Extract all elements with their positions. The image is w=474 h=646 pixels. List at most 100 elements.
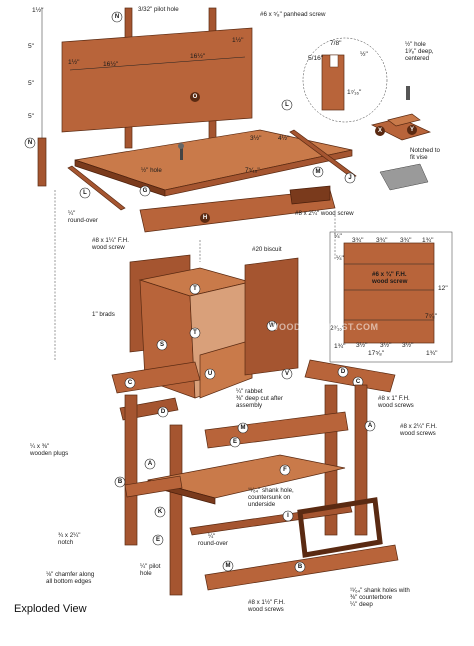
dim-inset-1-4d: 1¾" <box>426 350 438 357</box>
label-half-hole-2: 1³⁄₈" deep, <box>405 48 434 55</box>
dim-7-8: 7/8" <box>330 40 342 47</box>
dim-3-5: 3½" <box>250 134 262 142</box>
dim-5a: 5" <box>28 43 35 50</box>
label-pilot-1: ¼" pilot <box>140 563 161 570</box>
board-h <box>139 189 336 233</box>
dim-1-5-top: 1½" <box>32 6 44 14</box>
dim-4-5: 4½" <box>278 134 290 142</box>
dim-inset-12: 12" <box>438 285 448 292</box>
dim-inset-3-5d: 3½" <box>402 341 414 349</box>
dim-5b: 5" <box>28 80 35 87</box>
part-label-s: S <box>160 342 164 348</box>
part-label-c-right: C <box>356 379 361 385</box>
part-label-w: W <box>269 323 275 329</box>
label-screw-8-1a: #8 x 1" F.H. <box>378 395 410 402</box>
left-dimension-stack: 1½" 5" 5" 5" N <box>24 6 47 187</box>
part-label-f: F <box>283 467 287 473</box>
part-label-j: J <box>348 175 351 181</box>
rail-l-right <box>289 129 357 179</box>
label-plugs-2: wooden plugs <box>29 450 68 457</box>
part-label-b-bottom: B <box>298 564 303 570</box>
dim-5c: 5" <box>28 113 35 120</box>
dim-inset-3-5b: 3½" <box>356 341 368 349</box>
part-label-t-top: T <box>193 286 197 292</box>
dim-inset-3-5c: 3½" <box>380 341 392 349</box>
label-notch-2: notch <box>58 539 74 546</box>
dim-16-5: 16½" <box>103 60 119 68</box>
dim-7-5-16: 7⁵⁄₁₆" <box>245 167 260 174</box>
label-rabbet-1: ¼" rabbet <box>236 388 263 395</box>
part-label-l-right: L <box>285 102 289 108</box>
part-label-k: K <box>158 509 163 515</box>
label-screw-8-1b: wood screws <box>377 402 414 409</box>
dim-16-5-right: 16½" <box>190 52 206 60</box>
part-label-x: X <box>378 128 382 134</box>
dim-half: ½" <box>360 50 368 58</box>
diagram-title: Exploded View <box>14 603 87 615</box>
label-pilot-hole-top: 3/32" pilot hole <box>138 6 179 13</box>
label-shank-2: countersunk on <box>248 494 291 501</box>
cabinet-bottom-u <box>199 339 253 399</box>
rail-b-left <box>124 475 183 498</box>
label-notched-2: fit vise <box>410 154 428 161</box>
label-screw-8-2-25: #8 x 2¼" wood screw <box>295 210 354 217</box>
inset-panel <box>343 242 435 344</box>
label-screw-8-1-25b: wood screw <box>91 244 125 251</box>
cabinet-right-panel-w <box>244 257 299 376</box>
dim-inset-1-4e: ¼" <box>336 255 344 262</box>
rail-l-group: L L J M <box>67 99 357 211</box>
label-notch-1: ¾ x 2¼" <box>58 532 81 539</box>
screw-pin <box>180 146 183 160</box>
dim-inset-2-3-16: 2³⁄₁₆" <box>330 325 345 332</box>
label-shank-3: underside <box>248 501 276 508</box>
drawer-front-inset: ¼" 3¾" 3¾" 3¾" 1¾" ¼" #6 x ¾" F.H. wood … <box>329 231 453 363</box>
part-label-e-bottom: E <box>156 537 160 543</box>
dim-inset-17-8: 17⁵⁄₈" <box>368 350 385 357</box>
label-chamfer-1: ⅛" chamfer along <box>46 571 95 578</box>
dim-inset-3-4c: 3¾" <box>400 237 412 244</box>
leg-a-back-far <box>354 384 368 536</box>
dim-5-16: 5/16" <box>308 55 324 62</box>
back-board-assembly: O <box>61 7 253 149</box>
leg-a-front-left <box>124 394 138 546</box>
part-label-m-bottom: M <box>226 563 231 569</box>
label-panhead-screw: #6 x ⁵⁄₈" panhead screw <box>260 11 326 18</box>
label-screw-8-2-25c: wood screws <box>399 430 436 437</box>
label-half-hole: ½" hole <box>141 167 162 174</box>
part-label-b-left: B <box>118 479 123 485</box>
part-marker-o <box>190 92 200 102</box>
dim-inset-1-4: ¼" <box>334 233 342 240</box>
part-label-m-top: M <box>316 169 321 175</box>
dim-inset-3-4a: 3¾" <box>352 237 364 244</box>
label-round-over-2: round-over <box>68 217 98 224</box>
label-shank-b1: ¹¹⁄₆₄" shank holes with <box>350 587 410 594</box>
vise-hardware <box>379 163 429 191</box>
label-inset-screw-1: #6 x ¾" F.H. <box>372 271 407 278</box>
label-screw-8-2-25b: #8 x 2¼" F.H. <box>400 423 437 430</box>
label-shank-b2: ⅜" counterbore <box>350 594 393 601</box>
label-plugs-1: ¼ x ⅜" <box>30 443 49 450</box>
part-label-c-left: C <box>128 380 133 386</box>
label-screw-8-1-5b: wood screws <box>247 606 284 613</box>
part-label-o: O <box>193 94 198 100</box>
cabinet-box-assembly: T S U T W V #8 x 1¼" F.H. wood screw #20… <box>91 237 299 409</box>
part-label-d-left: D <box>161 409 166 415</box>
back-board-o <box>61 27 253 133</box>
label-shank-b3: ¼" deep <box>350 601 373 608</box>
label-half-hole-1: ½" hole <box>405 41 426 48</box>
part-label-i: I <box>287 513 289 519</box>
label-roundover-b1: ¼" <box>208 533 215 540</box>
part-label-d-top: D <box>341 369 346 375</box>
rail-l-left <box>67 165 126 211</box>
dimension-line-16-5 <box>69 56 246 71</box>
top-shelf-assembly: G ½" hole 3½" 4½" 7⁵⁄₁₆" <box>74 129 353 197</box>
label-notched-1: Notched to <box>410 147 440 154</box>
label-rabbet-2: ⅜" deep cut after <box>236 395 283 402</box>
frame-k-right <box>297 497 383 558</box>
detail-x-inset: 7/8" 5/16" ½" 1⁷⁄₁₆" ½" hole 1³⁄₈" deep,… <box>302 37 440 191</box>
label-pilot-2: hole <box>140 570 152 577</box>
label-half-hole-3: centered <box>405 55 430 62</box>
base-frame-assembly: C C D D A A F E M B B <box>111 359 399 596</box>
